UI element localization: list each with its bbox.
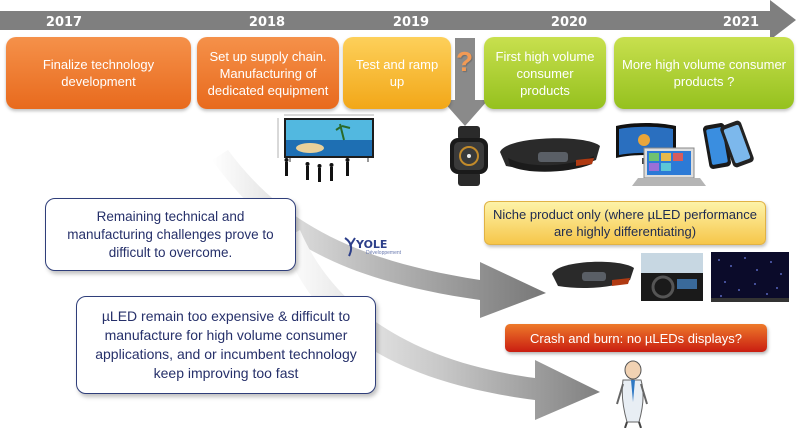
niche-headset-image	[552, 261, 634, 288]
ar-headset-image	[500, 138, 600, 172]
year-2017: 2017	[45, 15, 83, 30]
callout-technical-challenges: Remaining technical and manufacturing ch…	[45, 198, 296, 271]
year-2018: 2018	[248, 15, 286, 30]
callout-text: µLED remain too expensive & difficult to…	[95, 308, 357, 381]
arrow-to-niche	[212, 150, 546, 318]
question-mark: ?	[456, 46, 474, 77]
year-2019: 2019	[392, 15, 430, 30]
yole-logo-mark	[344, 237, 356, 257]
sad-person-illustration	[616, 360, 648, 428]
year-2021: 2021	[722, 15, 760, 30]
phase-label: More high volume consumer products ?	[621, 57, 787, 89]
large-display-illustration	[277, 114, 374, 182]
phase-first-high-volume: First high volume consumer products	[484, 37, 606, 109]
down-arrow	[442, 38, 488, 126]
phase-label: Finalize technology development	[42, 57, 155, 89]
outcome-crash: Crash and burn: no µLEDs displays?	[505, 324, 767, 352]
phase-label: Set up supply chain. Manufacturing of de…	[207, 48, 329, 98]
yole-logo: YOLE	[356, 238, 388, 251]
timeline-arrow	[0, 0, 796, 40]
outcome-crash-label: Crash and burn: no µLEDs displays?	[530, 330, 742, 346]
yole-tagline: Développement	[366, 250, 402, 256]
phase-test-ramp: Test and ramp up	[343, 37, 451, 109]
phase-label: First high volume consumer products	[495, 48, 595, 98]
year-2020: 2020	[550, 15, 588, 30]
display-panel-image	[711, 252, 789, 302]
phase-finalize-technology: Finalize technology development	[6, 37, 191, 109]
outcome-niche: Niche product only (where µLED performan…	[484, 201, 766, 245]
phase-label: Test and ramp up	[355, 57, 439, 89]
outcome-niche-label: Niche product only (where µLED performan…	[493, 207, 757, 239]
smartwatch-image	[450, 126, 488, 186]
consumer-devices-image	[616, 120, 754, 186]
car-dashboard-image	[641, 253, 703, 301]
callout-cost-risk: µLED remain too expensive & difficult to…	[76, 296, 376, 394]
phase-more-high-volume: More high volume consumer products ?	[614, 37, 794, 109]
callout-text: Remaining technical and manufacturing ch…	[67, 208, 274, 260]
phase-supply-chain: Set up supply chain. Manufacturing of de…	[197, 37, 339, 109]
